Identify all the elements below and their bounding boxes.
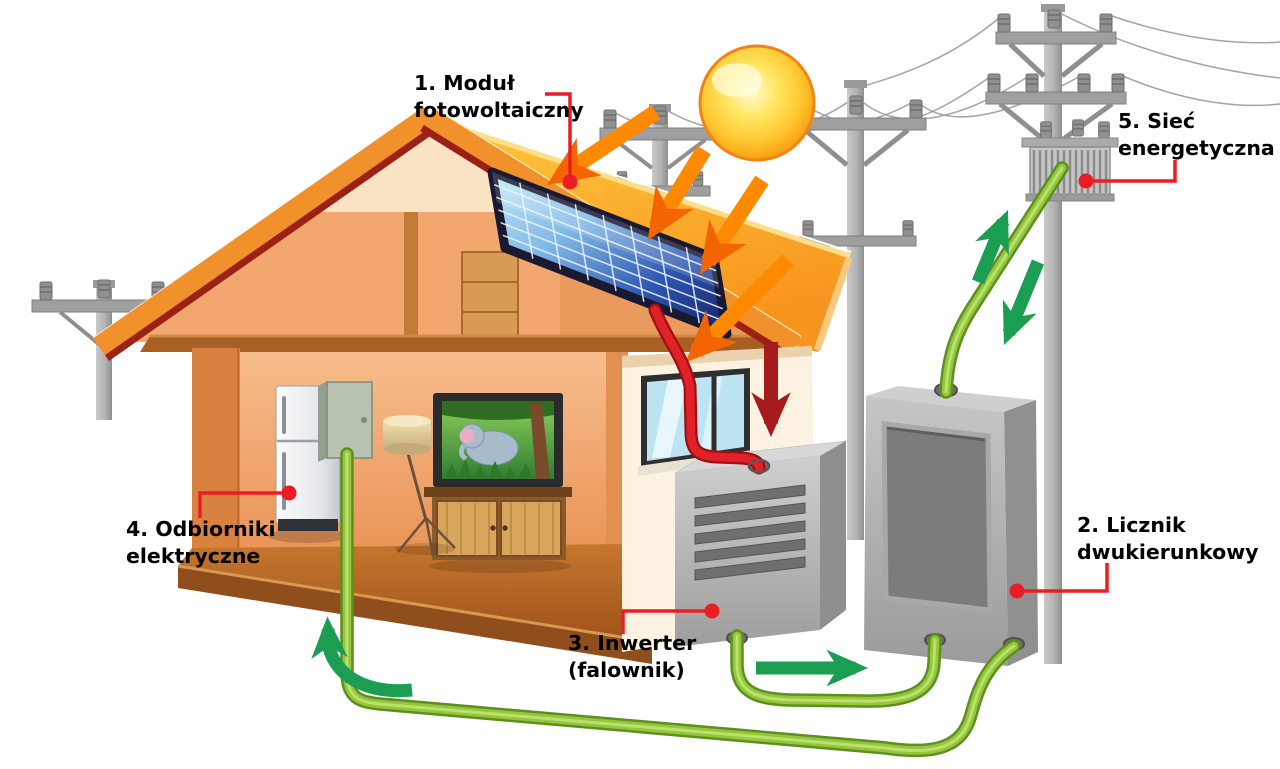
bidirectional-meter-box bbox=[864, 382, 1038, 666]
label-receivers-line2: elektryczne bbox=[126, 543, 261, 568]
label-inverter-line1: 3. Inwerter bbox=[568, 631, 697, 655]
tv-icon bbox=[433, 393, 563, 487]
cable-meter-to-grid bbox=[939, 161, 1069, 399]
utility-pole-middle bbox=[787, 80, 927, 540]
cable-house-to-meter bbox=[340, 447, 1021, 758]
label-receivers-line1: 4. Odbiorniki bbox=[126, 517, 276, 541]
cabinet-icon bbox=[424, 487, 572, 573]
label-grid-line2: energetyczna bbox=[1118, 135, 1275, 160]
green-energy-cables bbox=[340, 161, 1069, 758]
label-grid: 5. Sieć energetyczna bbox=[1118, 108, 1275, 161]
transformer-icon bbox=[1021, 119, 1119, 202]
cable-inverter-to-meter bbox=[730, 629, 942, 708]
sun-rays-arrows bbox=[546, 105, 794, 363]
inverter-box bbox=[674, 440, 847, 647]
label-pv-module: 1. Moduł fotowoltaiczny bbox=[414, 70, 584, 123]
distribution-box-icon bbox=[318, 381, 373, 462]
label-meter-line2: dwukierunkowy bbox=[1077, 539, 1259, 564]
label-pv-module-line2: fotowoltaiczny bbox=[414, 97, 584, 122]
label-meter-line1: 2. Licznik bbox=[1077, 513, 1186, 537]
label-receivers: 4. Odbiorniki elektryczne bbox=[126, 516, 275, 569]
label-inverter-line2: (falownik) bbox=[568, 657, 685, 682]
label-meter: 2. Licznik dwukierunkowy bbox=[1077, 512, 1259, 565]
label-grid-line1: 5. Sieć bbox=[1118, 109, 1196, 133]
room bbox=[177, 348, 653, 664]
red-dc-cable bbox=[648, 303, 771, 475]
inverter-vents bbox=[694, 484, 806, 581]
label-inverter: 3. Inwerter (falownik) bbox=[568, 630, 696, 683]
label-pv-module-line1: 1. Moduł bbox=[414, 71, 515, 95]
label-lines bbox=[198, 92, 1177, 634]
green-flow-arrows bbox=[311, 209, 1045, 698]
sun-icon bbox=[698, 44, 816, 162]
floor-lamp-icon bbox=[383, 415, 456, 557]
